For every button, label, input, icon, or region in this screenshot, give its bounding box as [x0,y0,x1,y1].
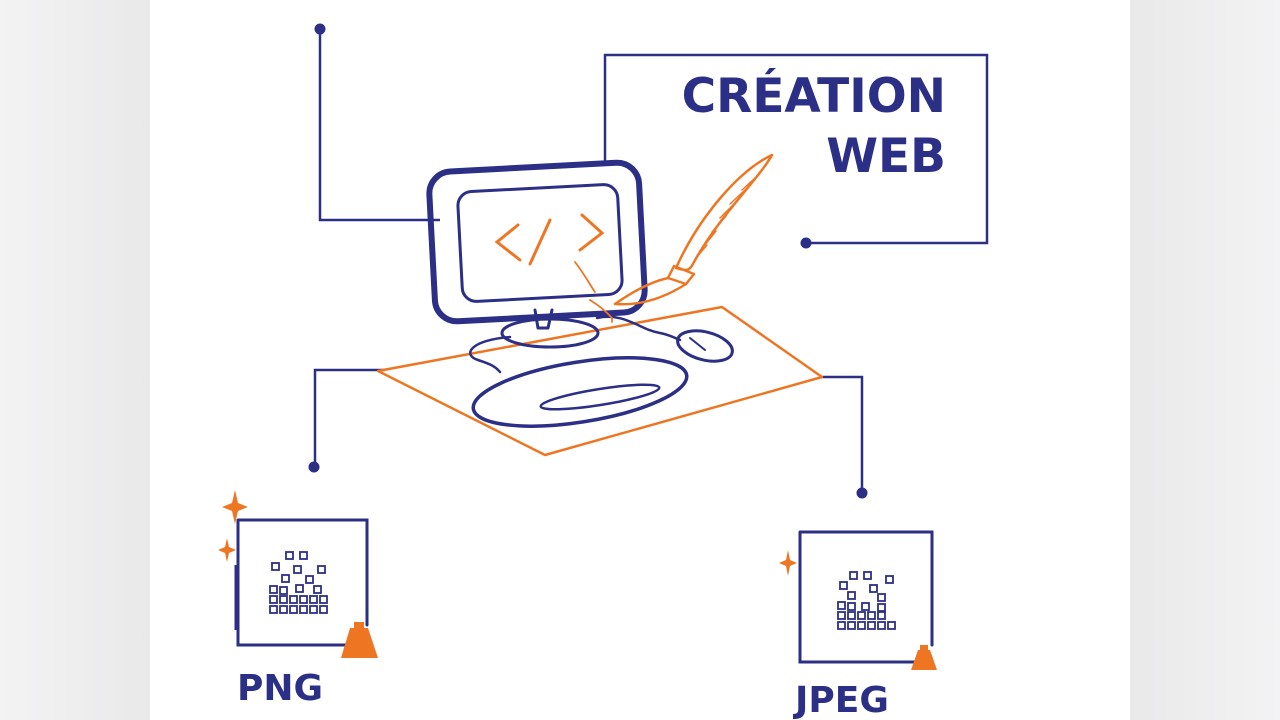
brush-handle-hatch [695,177,756,259]
monitor-outer [426,159,648,325]
dot-title-box [800,237,812,249]
keyboard-body [471,356,689,428]
right-margin [1130,0,1280,720]
brush-stroke [574,261,596,293]
connector-title-box [603,53,989,245]
keyboard-cable [469,335,512,374]
mouse-button-divider [689,337,706,351]
connector-lines [313,30,989,493]
paintbrush-icon [574,153,774,323]
title-line-1: CRÉATION [682,69,946,124]
jpeg-label: JPEG [792,680,889,720]
monitor-screen [456,183,624,303]
jpeg-weight-icon [911,650,937,670]
brush-tip [613,276,688,306]
jpeg-file-icon [798,530,937,670]
sparkle-icon [218,490,248,562]
mouse-icon [676,329,734,363]
brush-stroke-2 [589,299,613,323]
connector-dots [308,23,868,499]
dot-png [308,461,320,473]
desk-mat [376,305,824,457]
computer-icon [426,159,734,428]
code-icon [494,213,605,266]
png-label: PNG [237,668,323,709]
title-line-2: WEB [826,129,946,184]
dot-jpeg [856,487,868,499]
left-margin [0,0,150,720]
connector-top-left [318,30,440,222]
brush-handle [674,153,774,272]
illustration-panel [150,0,1130,720]
sparkle-icon [779,550,797,576]
png-file-icon [234,518,378,658]
png-weight-icon [341,628,378,658]
png-pixel-grid [269,551,328,614]
connector-jpeg [820,375,864,493]
dot-top-left [314,23,326,35]
jpeg-pixel-grid [837,571,896,630]
connector-png [313,368,385,467]
mouse-cable [595,315,682,342]
keyboard-spacebar [539,383,661,411]
